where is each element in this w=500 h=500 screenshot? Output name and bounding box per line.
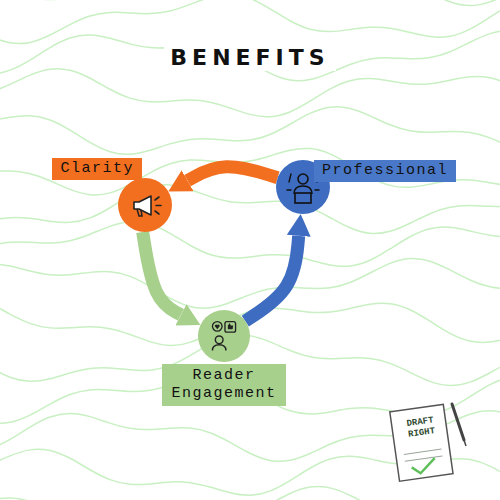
benefit-label: Professional — [314, 160, 456, 182]
contour-line — [0, 107, 500, 156]
title-box: BENEFITS — [0, 44, 500, 71]
contour-line — [0, 69, 500, 117]
logo-drawing — [390, 404, 466, 481]
benefit-circle: Professional — [276, 160, 330, 214]
benefit-label: Clarity — [52, 158, 142, 180]
logo-rule — [405, 456, 443, 461]
contour-line — [0, 148, 500, 195]
cycle-arrow — [245, 236, 298, 321]
benefit-label: Reader Engagement — [162, 364, 286, 406]
logo-check — [411, 458, 437, 474]
title: BENEFITS — [164, 44, 335, 71]
logo-paper — [390, 404, 453, 481]
cycle-arrow — [143, 232, 181, 315]
benefit-circle: Reader Engagement — [198, 310, 250, 362]
logo-rule — [404, 449, 442, 454]
contour-line — [0, 0, 500, 6]
logo-pen-tip — [464, 440, 466, 446]
contour-line — [0, 486, 500, 500]
logo-pen — [452, 404, 464, 440]
benefit-icon — [198, 310, 250, 362]
contour-line — [0, 258, 500, 308]
cycle-arrow — [188, 167, 278, 181]
contour-line — [0, 30, 500, 80]
benefit-circle: Clarity — [118, 178, 172, 232]
contour-line — [0, 185, 500, 234]
benefit-icon — [118, 178, 172, 232]
